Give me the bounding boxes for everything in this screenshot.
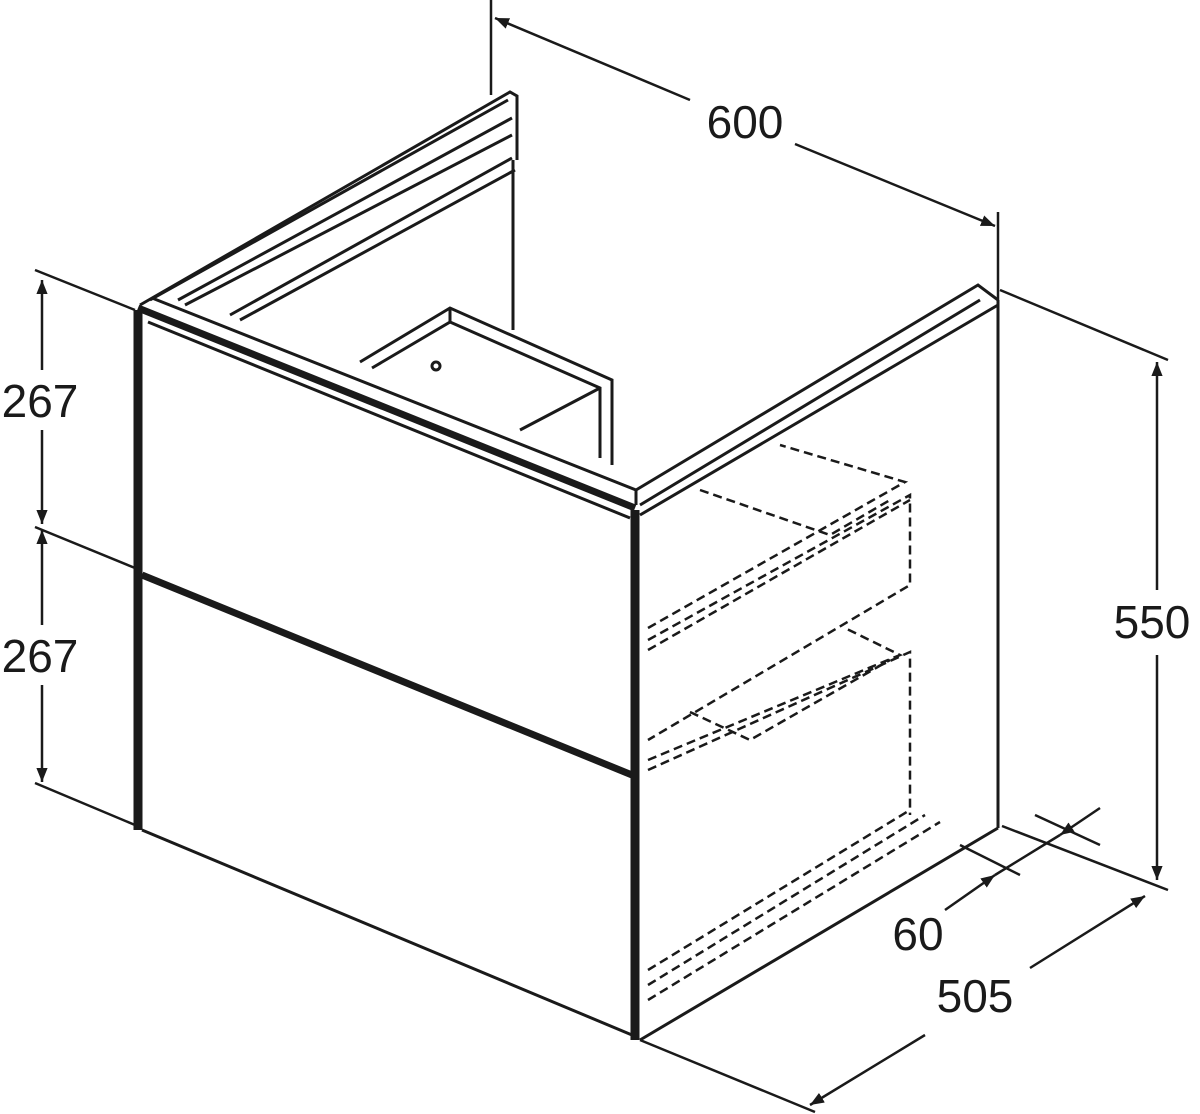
basin-recess (359, 306, 614, 465)
dimension-drawer-top (34, 268, 136, 570)
dimension-label-depth: 505 (937, 970, 1014, 1022)
back-rail (139, 90, 519, 330)
dimension-label-width: 600 (707, 96, 784, 148)
dimension-label-height: 550 (1114, 596, 1191, 648)
dimension-label-drawer-top: 267 (2, 375, 79, 427)
dimension-height (999, 288, 1169, 892)
dimension-width (489, 0, 1000, 300)
dimension-drawer-bottom (34, 530, 136, 827)
dimension-label-recess: 60 (892, 908, 943, 960)
cabinet-front (133, 296, 640, 1040)
cabinet-side (635, 283, 1000, 1042)
dimension-recess (944, 806, 1101, 912)
dimension-label-drawer-bottom: 267 (2, 630, 79, 682)
hidden-drawers (647, 443, 941, 1002)
dimension-depth (639, 894, 1146, 1114)
